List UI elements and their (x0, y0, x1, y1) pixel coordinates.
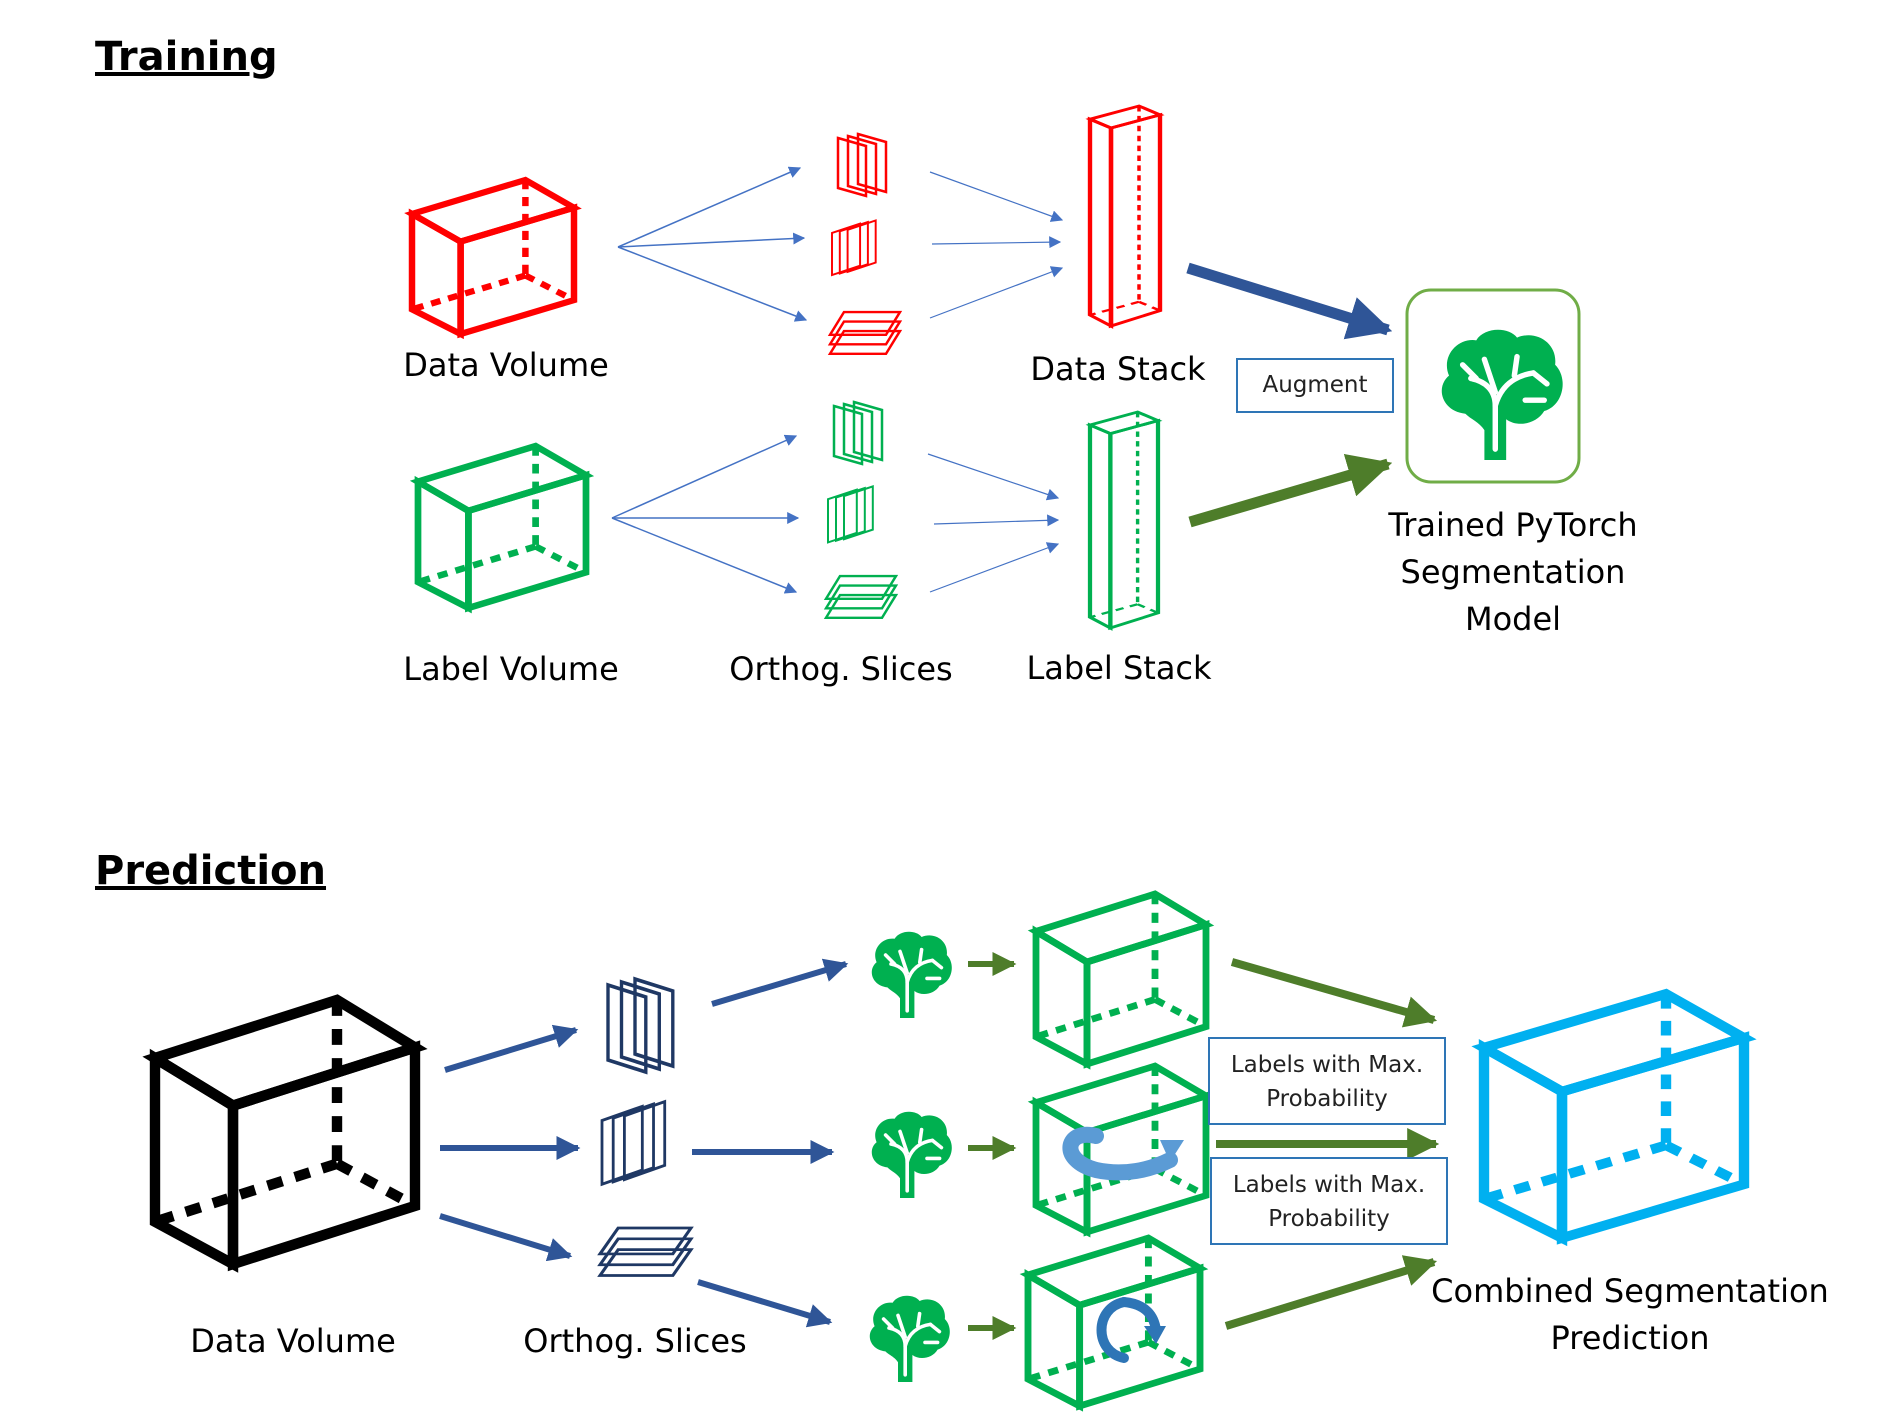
label-axial-slices-icon (824, 574, 898, 620)
trained-model-label-line: Segmentation (1400, 553, 1626, 591)
label-cube-icon (1036, 1066, 1206, 1232)
label-stack-icon (1090, 412, 1158, 628)
label-volume-cube-icon (418, 446, 586, 608)
data-volume-label: Data Volume (403, 346, 609, 384)
slices-to-label-stack-arrows (927, 453, 1060, 593)
prediction-orthog-slices-label: Orthog. Slices (523, 1322, 747, 1360)
labels-to-combined-arrows (1216, 958, 1440, 1330)
max-probability-box-bottom: Labels with Max. Probability (1210, 1157, 1448, 1245)
max-probability-line: Probability (1266, 1086, 1388, 1112)
brain-icon (869, 1110, 954, 1200)
brain-icon (867, 1294, 952, 1384)
max-probability-box-top: Labels with Max. Probability (1208, 1037, 1446, 1125)
data-stack-to-model-arrow (1186, 262, 1393, 340)
combined-prediction-label-line: Prediction (1550, 1319, 1710, 1357)
orthog-slices-label: Orthog. Slices (729, 650, 953, 688)
label-stack-label: Label Stack (1026, 649, 1212, 687)
training-section-title: Training (95, 34, 278, 80)
coronal-slices-icon (600, 1100, 667, 1186)
combined-prediction-label: Combined Segmentation Prediction (1420, 1268, 1840, 1362)
data-stack-label: Data Stack (1030, 350, 1206, 388)
rotation-arrow-icon (1096, 1297, 1166, 1363)
label-volume-label: Label Volume (403, 650, 619, 688)
label-coronal-slices-icon (826, 485, 874, 544)
combined-prediction-cube-icon (1484, 994, 1744, 1238)
prediction-data-volume-label: Data Volume (190, 1322, 396, 1360)
data-stack-icon (1090, 106, 1160, 326)
max-probability-line: Labels with Max. (1230, 1052, 1424, 1078)
label-volume-to-slices-arrows (611, 434, 800, 594)
data-sagittal-slices-icon (836, 132, 888, 198)
data-coronal-slices-icon (831, 219, 877, 277)
data-volume-cube-icon (412, 180, 574, 334)
prediction-data-volume-cube-icon (155, 1000, 415, 1264)
volume-to-slices-arrows (439, 1024, 581, 1262)
max-probability-line: Labels with Max. (1232, 1172, 1426, 1198)
slices-to-model-arrows (692, 958, 849, 1328)
data-axial-slices-icon (828, 310, 902, 356)
max-probability-line: Probability (1268, 1206, 1390, 1232)
prediction-section-title: Prediction (95, 848, 327, 894)
axial-slices-icon (598, 1226, 693, 1278)
trained-model-label-line: Model (1464, 600, 1562, 638)
data-volume-to-slices-arrows (617, 166, 808, 322)
brain-icon (869, 930, 954, 1020)
sagittal-slices-icon (606, 977, 675, 1074)
label-stack-to-model-arrow (1188, 454, 1393, 528)
augment-box: Augment (1236, 358, 1394, 413)
model-to-labels-arrows (968, 952, 1017, 1340)
label-cube-icon (1036, 894, 1206, 1064)
trained-model-label-line: Trained PyTorch (1388, 506, 1638, 544)
rotation-arrow-icon (1062, 1126, 1184, 1181)
trained-model-label: Trained PyTorch Segmentation Model (1376, 502, 1650, 643)
slices-to-data-stack-arrows (929, 171, 1064, 319)
label-sagittal-slices-icon (832, 400, 884, 466)
combined-prediction-label-line: Combined Segmentation (1431, 1272, 1829, 1310)
label-cube-icon (1028, 1238, 1200, 1406)
